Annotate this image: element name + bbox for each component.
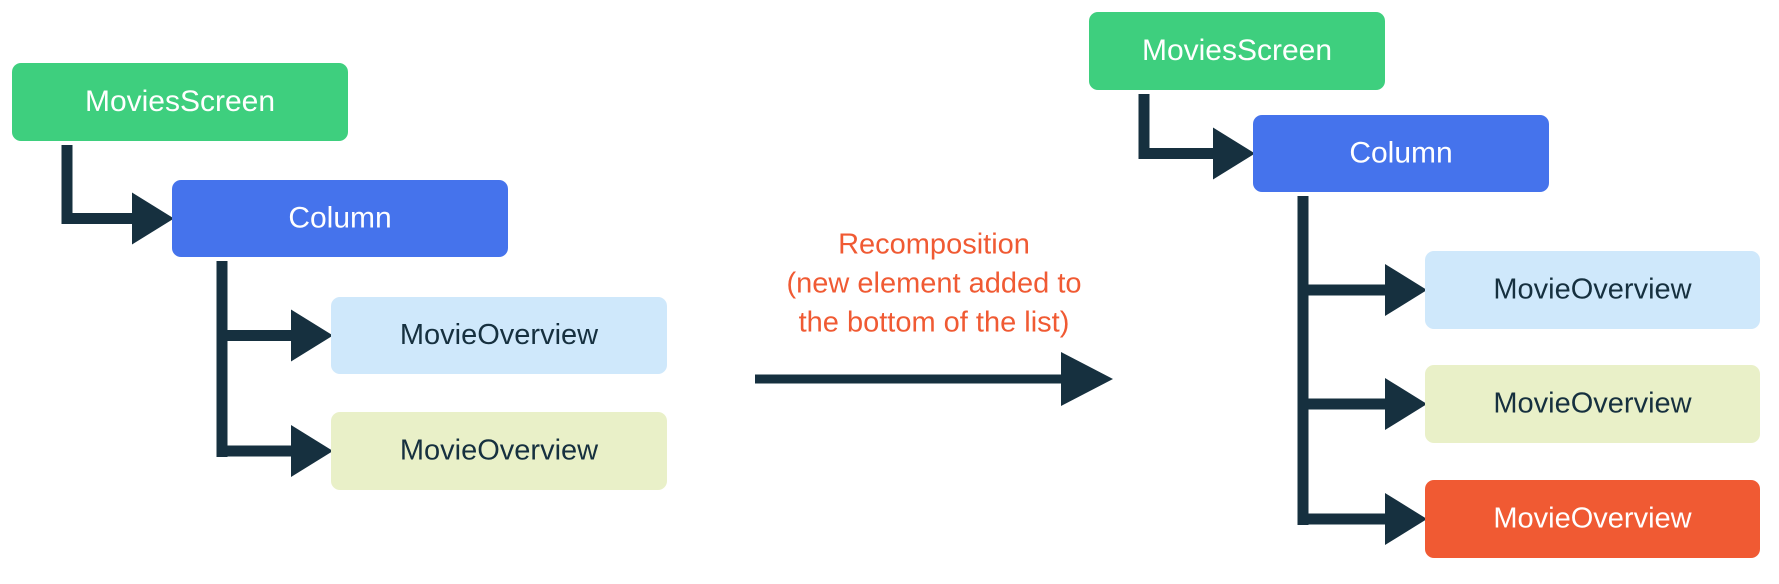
before-recomposition-tree: MoviesScreen Column MovieOverview MovieO… — [12, 63, 667, 490]
connector-root-to-column-right — [1138, 94, 1255, 180]
after-recomposition-tree: MoviesScreen Column MovieOverview MovieO… — [1089, 12, 1760, 558]
node-label-movieoverview-before-1: MovieOverview — [400, 435, 599, 467]
node-column-after[interactable]: Column — [1253, 115, 1549, 192]
transition-label-line-2: (new element added to — [786, 268, 1081, 300]
node-label-movieoverview-before-0: MovieOverview — [400, 319, 599, 351]
transition-label-line-1: Recomposition — [838, 229, 1030, 261]
node-moviesscreen-before[interactable]: MoviesScreen — [12, 63, 348, 141]
node-movieoverview-after-0[interactable]: MovieOverview — [1425, 251, 1760, 329]
node-label-movieoverview-after-1: MovieOverview — [1493, 388, 1692, 420]
node-movieoverview-before-0[interactable]: MovieOverview — [331, 297, 667, 374]
node-movieoverview-after-2-new[interactable]: MovieOverview — [1425, 480, 1760, 558]
node-moviesscreen-after[interactable]: MoviesScreen — [1089, 12, 1385, 90]
node-movieoverview-before-1[interactable]: MovieOverview — [331, 412, 667, 490]
connector-column-to-children-left — [216, 261, 333, 477]
node-label-moviesscreen-before: MoviesScreen — [85, 85, 275, 118]
node-label-column-after: Column — [1349, 136, 1452, 169]
node-label-column-before: Column — [288, 201, 391, 234]
connector-column-to-children-right — [1297, 196, 1427, 545]
recomposition-transition: Recomposition (new element added to the … — [755, 229, 1113, 406]
node-label-movieoverview-after-2-new: MovieOverview — [1493, 503, 1692, 535]
node-label-moviesscreen-after: MoviesScreen — [1142, 34, 1332, 67]
node-label-movieoverview-after-0: MovieOverview — [1493, 274, 1692, 306]
node-movieoverview-after-1[interactable]: MovieOverview — [1425, 365, 1760, 443]
connector-root-to-column-left — [61, 145, 174, 245]
transition-label-line-3: the bottom of the list) — [799, 307, 1070, 339]
node-column-before[interactable]: Column — [172, 180, 508, 257]
transition-arrow-icon — [755, 352, 1113, 406]
